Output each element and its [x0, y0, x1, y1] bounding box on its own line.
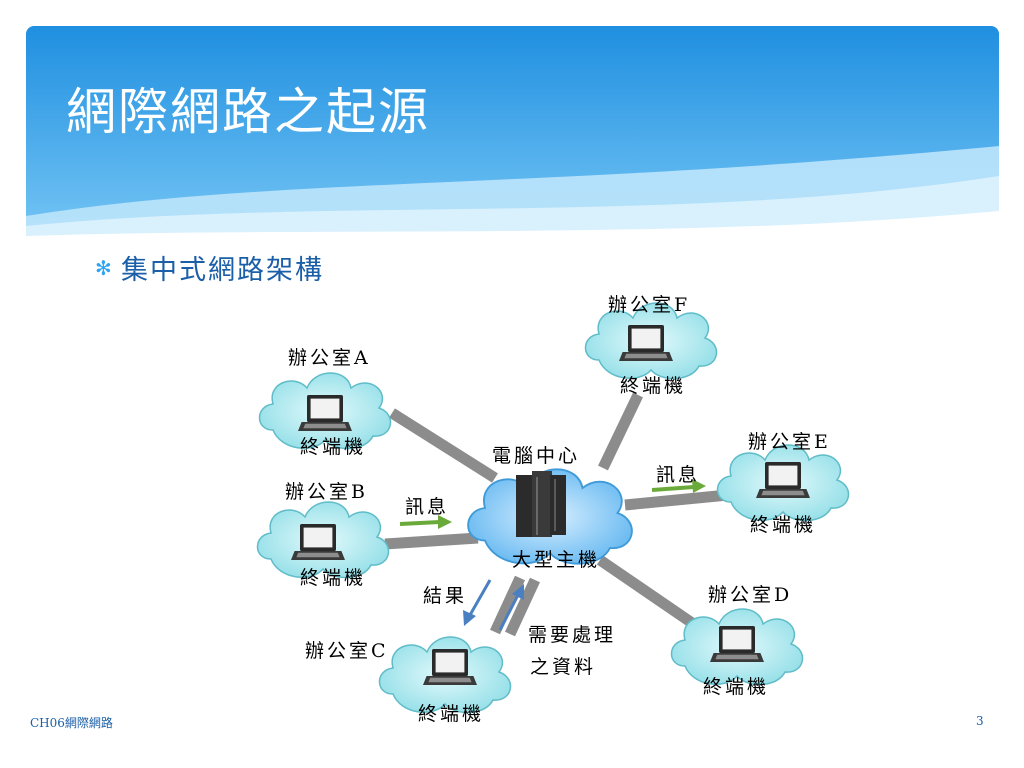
office-b-label: 辦公室B [285, 481, 368, 503]
result-arrow [463, 579, 492, 626]
footer-chapter: CH06網際網路 [30, 716, 113, 730]
connector-d [596, 555, 699, 630]
office-d-terminal-label: 終端機 [703, 676, 770, 698]
footer-page-number: 3 [976, 714, 984, 728]
office-e-label: 辦公室E [748, 431, 831, 453]
office-d-label: 辦公室D [708, 584, 793, 606]
asterisk-bullet-icon: ✻ [95, 255, 112, 280]
connector-c1 [490, 575, 525, 635]
office-b-terminal-label: 終端機 [300, 567, 367, 589]
message-arrow-b [399, 515, 452, 529]
office-f-terminal-label: 終端機 [620, 375, 687, 397]
connector-lines [384, 392, 729, 637]
office-a-terminal-label: 終端機 [300, 436, 367, 458]
data-arrow [498, 584, 524, 631]
message-label-b: 訊息 [405, 496, 450, 518]
office-c-terminal-label: 終端機 [418, 703, 485, 725]
mainframe-server-icon [516, 471, 566, 537]
connector-a [389, 408, 498, 483]
header-banner [26, 26, 999, 256]
result-label: 結果 [423, 585, 468, 607]
connector-b [384, 532, 479, 550]
message-arrow-e [651, 479, 706, 493]
message-label-e: 訊息 [656, 464, 701, 486]
connector-c2 [505, 577, 540, 637]
office-c-label: 辦公室C [305, 640, 389, 662]
connector-e [624, 489, 729, 511]
computer-center-label: 電腦中心 [492, 445, 581, 467]
bullet-item: ✻ 集中式網路架構 [95, 248, 324, 287]
mainframe-label: 大型主機 [512, 549, 601, 571]
office-a-label: 辦公室A [288, 347, 371, 369]
office-f-label: 辦公室F [608, 294, 691, 316]
connector-f [598, 392, 643, 471]
data-label-line2: 之資料 [530, 656, 597, 678]
slide-title: 網際網路之起源 [66, 83, 430, 141]
office-e-terminal-label: 終端機 [750, 514, 817, 536]
bullet-text: 集中式網路架構 [121, 255, 324, 286]
data-label-line1: 需要處理 [528, 624, 617, 646]
